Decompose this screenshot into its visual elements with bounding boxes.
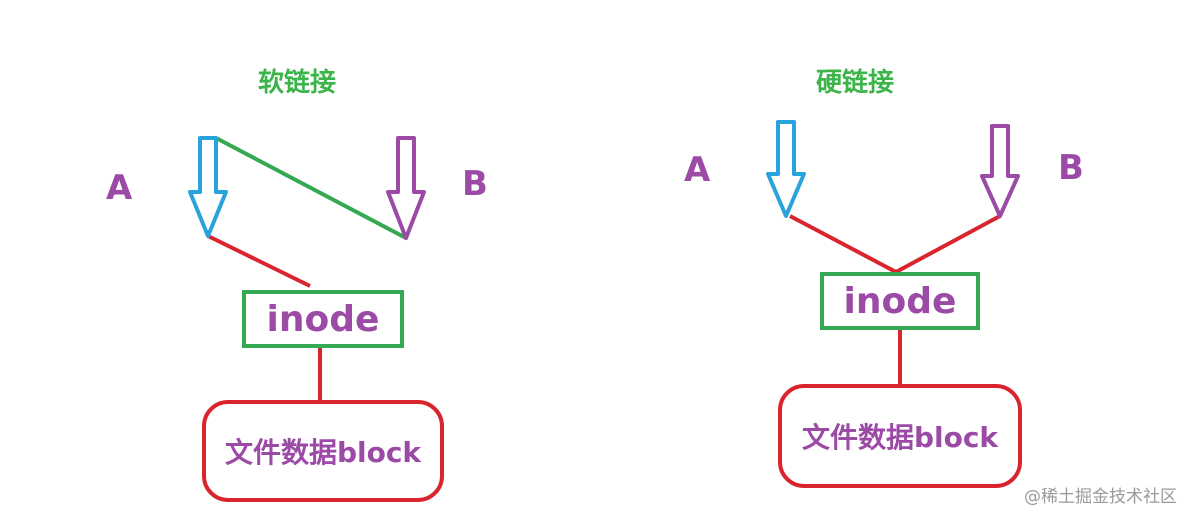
hard-link-arrow-b-icon [980,124,1020,218]
soft-link-a-to-inode-line [207,234,311,288]
soft-link-path-line [215,136,407,240]
hard-link-b-to-inode-line [895,214,1001,274]
soft-link-block-label: 文件数据block [224,436,422,469]
soft-link-title: 软链接 [258,68,337,98]
hard-link-inode-label: inode [843,280,957,322]
hard-link-title: 硬链接 [816,68,895,98]
soft-link-block-box: 文件数据block [202,400,444,502]
soft-link-arrow-a-icon [188,136,228,238]
soft-link-inode-box: inode [242,290,404,348]
watermark: @稀土掘金技术社区 [1024,487,1177,507]
hard-link-arrow-a-icon [766,120,806,218]
hard-link-block-label: 文件数据block [801,421,999,454]
hard-link-block-box: 文件数据block [778,384,1022,488]
hard-link-label-b: B [1058,148,1084,188]
soft-link-label-a: A [106,168,133,208]
hard-link-inode-box: inode [820,272,980,330]
hard-link-label-a: A [684,150,711,190]
soft-link-arrow-b-icon [386,136,426,240]
soft-link-label-b: B [462,164,488,204]
hard-link-a-to-inode-line [789,214,897,274]
soft-link-inode-label: inode [266,298,380,340]
